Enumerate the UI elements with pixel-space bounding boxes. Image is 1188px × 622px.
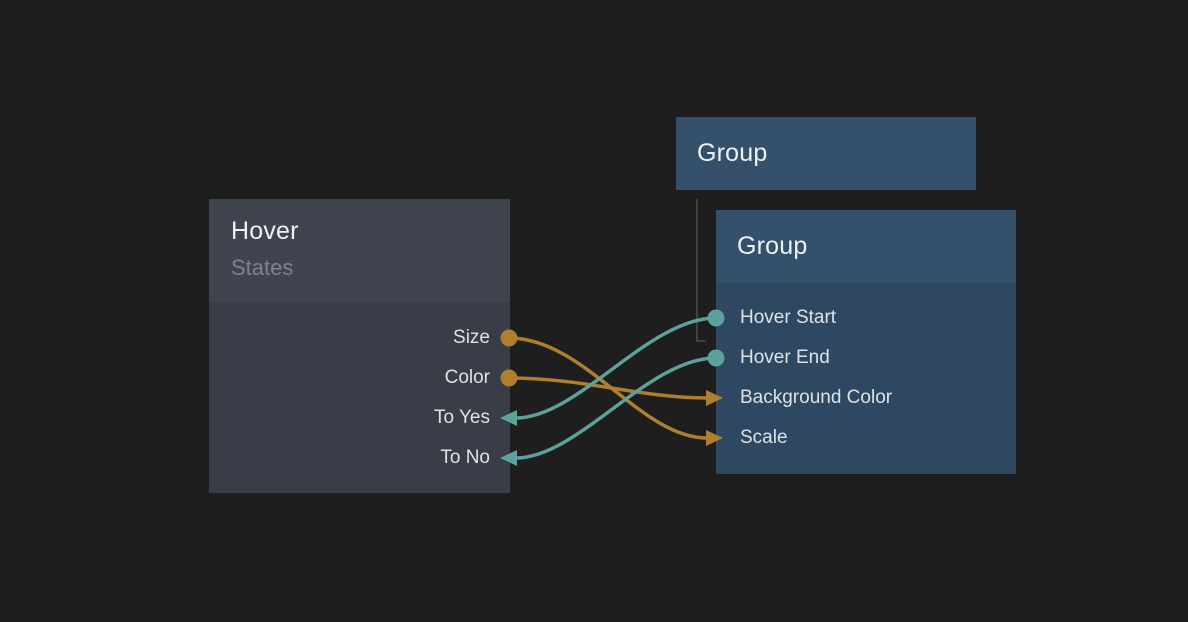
node-hover-states[interactable]: Hover States Size Color To Yes To No xyxy=(209,199,510,493)
node-title: Group xyxy=(697,139,768,167)
node-hover-header[interactable]: Hover States xyxy=(209,199,510,302)
connection-color-to-background-color[interactable] xyxy=(508,376,708,400)
port-label-hover-start[interactable]: Hover Start xyxy=(740,307,837,328)
port-label-color[interactable]: Color xyxy=(444,367,490,388)
port-label-to-yes[interactable]: To Yes xyxy=(434,407,490,428)
port-label-hover-end[interactable]: Hover End xyxy=(740,347,830,368)
port-label-scale[interactable]: Scale xyxy=(740,427,788,448)
port-label-to-no[interactable]: To No xyxy=(440,447,490,468)
connection-hover-start-to-to-yes[interactable] xyxy=(515,316,717,420)
node-group[interactable]: Group Hover Start Hover End Background C… xyxy=(716,210,1016,474)
node-group-header[interactable]: Group xyxy=(716,210,1016,283)
connection-hover-end-to-to-no[interactable] xyxy=(515,356,717,460)
port-label-background-color[interactable]: Background Color xyxy=(740,387,893,408)
group-hierarchy-elbow-line xyxy=(696,199,706,342)
node-title: Hover xyxy=(231,217,299,245)
port-label-size[interactable]: Size xyxy=(453,327,490,348)
node-subtitle: States xyxy=(231,255,294,280)
node-group-collapsed[interactable]: Group xyxy=(676,117,976,190)
node-title: Group xyxy=(737,232,808,260)
